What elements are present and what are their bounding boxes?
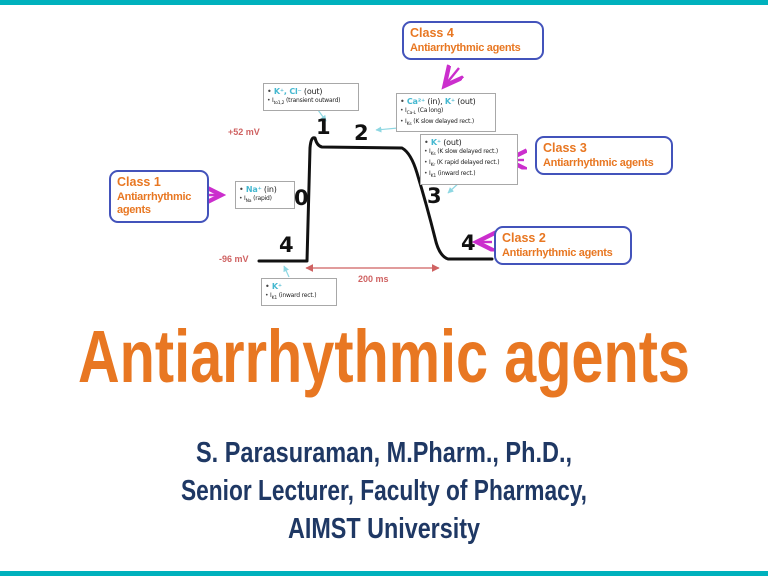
author-block: S. Parasuraman, M.Pharm., Ph.D., Senior … [181,437,587,545]
channel-box-k-out: • K⁺ (out)• IKs (K slow delayed rect.)• … [420,134,518,185]
phase-0-label: 0 [294,186,309,210]
phase-4-right-label: 4 [461,231,476,255]
class2-box: Class 2 Antiarrhythmic agents [494,226,632,266]
leader-ca-icon [375,126,399,133]
class1-box: Class 1 Antiarrhythmic agents [109,170,209,224]
top-accent-bar [0,0,768,5]
phase-2-label: 2 [354,121,369,145]
channel-box-k-rest: • K⁺• IK1 (inward rect.) [261,278,337,307]
phase-4-left-label: 4 [279,233,294,257]
bottom-accent-bar [0,571,768,576]
class3-box: Class 3 Antiarrhythmic agents [535,136,673,176]
author-line-3: AIMST University [288,513,480,545]
channel-box-ca-in-k-out: • Ca²⁺ (in), K⁺ (out)• ICa-L (Ca long)• … [396,93,496,133]
class4-arrow-icon [446,68,459,84]
author-line-1: S. Parasuraman, M.Pharm., Ph.D., [196,437,572,469]
channel-box-k-cl-out: • K⁺, Cl⁻ (out)• Ito1,2 (transient outwa… [263,83,359,112]
class3-label: Antiarrhythmic agents [543,156,654,169]
voltage-min-label: -96 mV [219,254,249,264]
class4-box: Class 4 Antiarrhythmic agents [402,21,544,61]
class1-label: Antiarrhythmic agents [117,190,192,217]
slide-title-block: Antiarrhythmic agents [78,318,690,398]
voltage-max-label: +52 mV [228,127,260,137]
leader-krest-icon [283,265,290,278]
author-line-2: Senior Lecturer, Faculty of Pharmacy, [181,475,587,507]
class2-name: Class 2 [502,231,546,245]
channel-box-na-in: • Na⁺ (in)• INa (rapid) [235,181,295,210]
time-scale-label: 200 ms [358,274,389,284]
phase-1-label: 1 [316,115,331,139]
action-potential-curve [257,136,494,263]
class3-name: Class 3 [543,141,587,155]
class4-label: Antiarrhythmic agents [410,41,521,54]
class2-label: Antiarrhythmic agents [502,246,613,259]
page-title: Antiarrhythmic agents [78,318,690,398]
leader-kcl-icon [317,109,327,122]
phase-3-label: 3 [427,184,442,208]
class1-name: Class 1 [117,175,161,189]
class4-name: Class 4 [410,26,454,40]
